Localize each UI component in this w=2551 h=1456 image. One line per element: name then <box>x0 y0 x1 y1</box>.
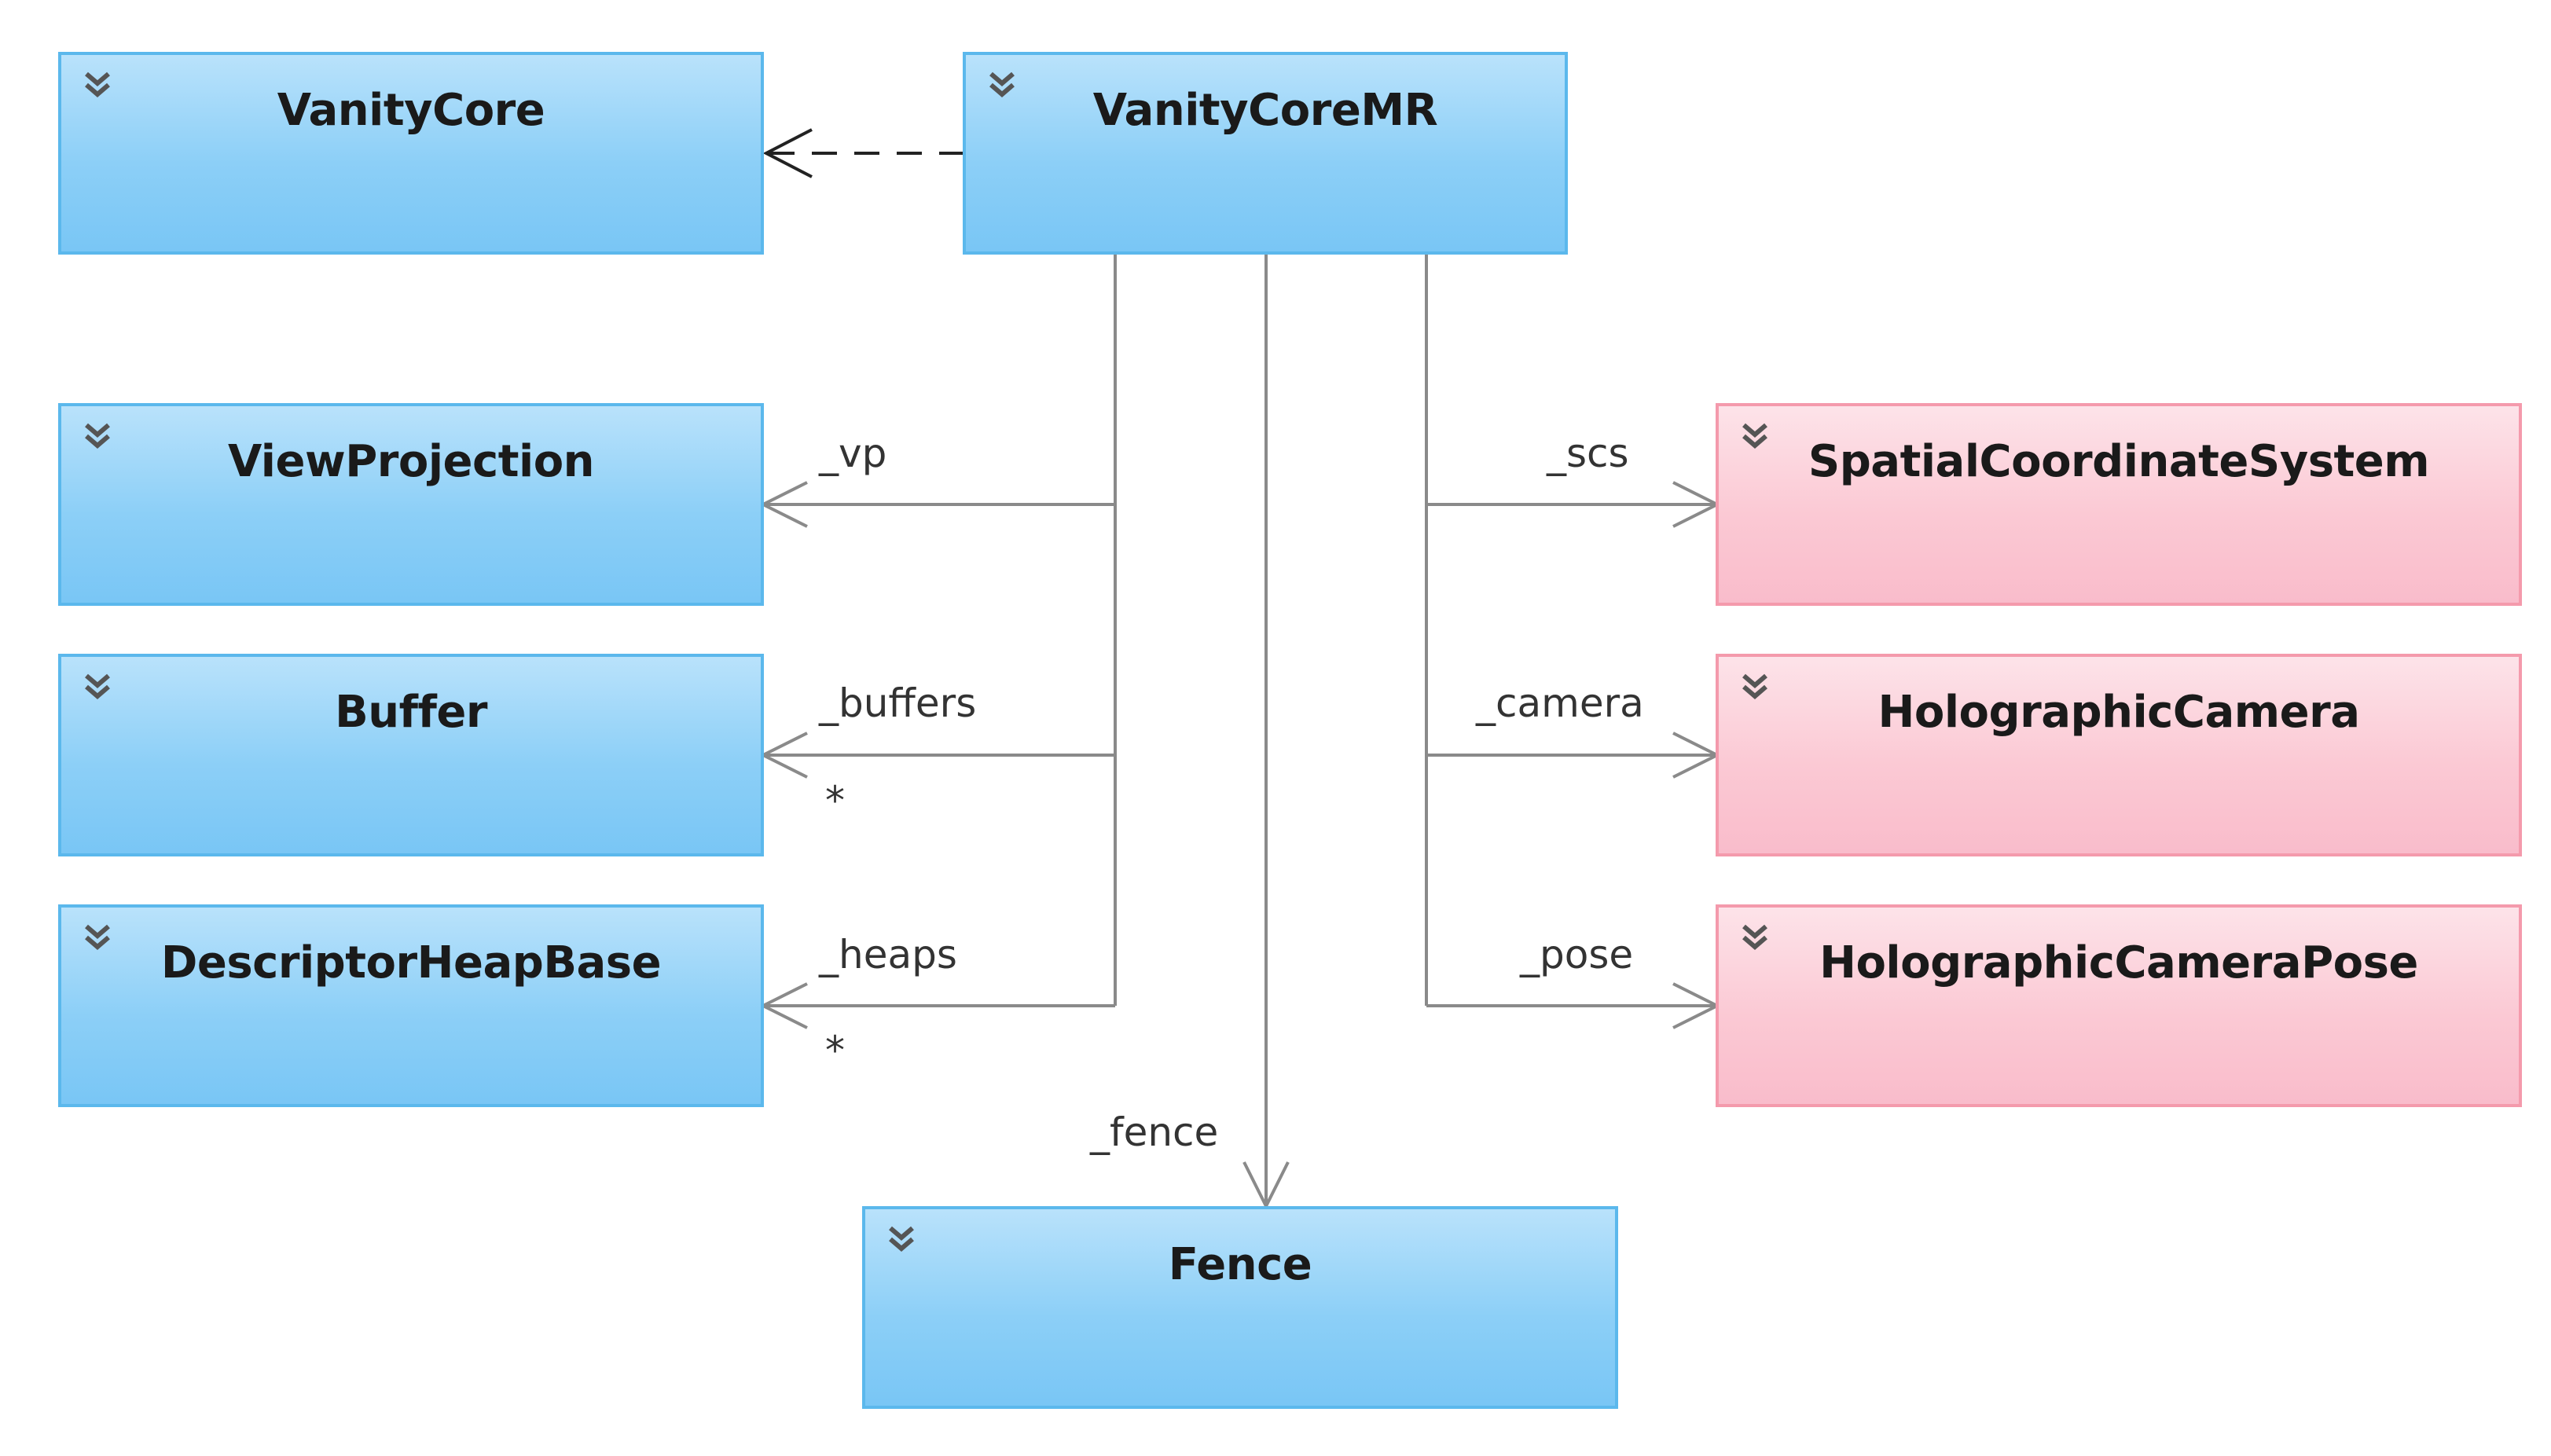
class-name: VanityCore <box>277 85 545 136</box>
class-name: ViewProjection <box>227 436 595 487</box>
camera-label: _camera <box>1476 680 1644 726</box>
class-holographic-camera[interactable]: HolographicCamera <box>1716 654 2522 856</box>
class-descriptor-heap-base[interactable]: DescriptorHeapBase <box>58 904 764 1107</box>
buffers-label: _buffers <box>819 680 977 726</box>
buffers-multiplicity: * <box>825 778 845 823</box>
class-view-projection[interactable]: ViewProjection <box>58 403 764 606</box>
heaps-multiplicity: * <box>825 1028 845 1073</box>
vp-label: _vp <box>819 431 887 476</box>
chevron-double-down-icon[interactable] <box>1736 417 1774 455</box>
class-name: Fence <box>1168 1239 1312 1290</box>
class-vanity-core[interactable]: VanityCore <box>58 52 764 255</box>
chevron-double-down-icon[interactable] <box>79 919 116 956</box>
chevron-double-down-icon[interactable] <box>79 66 116 104</box>
chevron-double-down-icon[interactable] <box>1736 668 1774 706</box>
chevron-double-down-icon[interactable] <box>1736 919 1774 956</box>
class-name: DescriptorHeapBase <box>160 937 662 988</box>
class-fence[interactable]: Fence <box>862 1206 1618 1409</box>
pose-label: _pose <box>1520 932 1634 977</box>
chevron-double-down-icon[interactable] <box>883 1220 920 1258</box>
chevron-double-down-icon[interactable] <box>983 66 1021 104</box>
class-name: VanityCoreMR <box>1092 85 1438 136</box>
class-spatial-coordinate-system[interactable]: SpatialCoordinateSystem <box>1716 403 2522 606</box>
fence-label: _fence <box>1090 1109 1219 1155</box>
dependency-arrowhead <box>762 128 813 178</box>
class-buffer[interactable]: Buffer <box>58 654 764 856</box>
chevron-double-down-icon[interactable] <box>79 668 116 706</box>
class-holographic-camera-pose[interactable]: HolographicCameraPose <box>1716 904 2522 1107</box>
class-name: HolographicCameraPose <box>1819 937 2418 988</box>
class-name: HolographicCamera <box>1877 687 2360 738</box>
chevron-double-down-icon[interactable] <box>79 417 116 455</box>
heaps-label: _heaps <box>819 932 957 977</box>
class-vanity-core-mr[interactable]: VanityCoreMR <box>963 52 1568 255</box>
class-name: Buffer <box>335 687 487 738</box>
scs-label: _scs <box>1547 431 1629 476</box>
class-name: SpatialCoordinateSystem <box>1808 436 2430 487</box>
